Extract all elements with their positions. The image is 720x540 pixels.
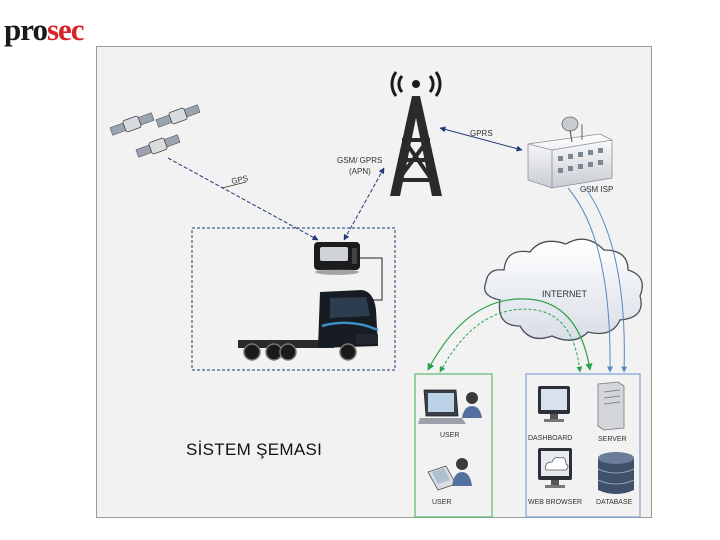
- web-browser-label: WEB BROWSER: [528, 499, 582, 506]
- prosec-logo: prosec: [4, 12, 85, 47]
- gsm-isp-label: GSM ISP: [580, 185, 613, 194]
- device-cable: [360, 257, 383, 301]
- gprs-label: GPRS: [470, 129, 493, 138]
- laptop-icon: [418, 389, 466, 424]
- internet-client-link-2: [439, 308, 583, 373]
- gprs-link: [439, 126, 523, 152]
- internet-client-link: [427, 298, 593, 371]
- satellite-icon: [109, 112, 155, 136]
- pda-icon: [427, 465, 457, 491]
- truck-icon: [238, 290, 379, 361]
- satellite-icon: [135, 134, 181, 158]
- database-label: DATABASE: [596, 499, 633, 506]
- monitor-icon: [538, 386, 570, 422]
- isp-server-link: [567, 187, 614, 373]
- gsm-gprs-label-line2: (APN): [349, 167, 371, 176]
- dashboard-label: DASHBOARD: [528, 435, 572, 442]
- tracker-device-icon: [314, 242, 360, 275]
- vehicle-box: [191, 227, 396, 371]
- antenna-tower-icon: [390, 71, 442, 196]
- satellite-icon: [155, 104, 201, 128]
- gps-label-tick: [221, 181, 247, 189]
- gps-label: GPS: [231, 174, 249, 186]
- database-icon: [597, 452, 635, 494]
- client-box: [414, 373, 493, 518]
- user-label: USER: [440, 432, 459, 439]
- gps-link: [167, 157, 319, 241]
- user-icon: [452, 458, 472, 486]
- server-box: [525, 373, 641, 518]
- user2-label: USER: [432, 499, 451, 506]
- building-icon: [527, 116, 613, 189]
- gsm-gprs-label-line1: GSM/ GPRS: [337, 156, 382, 165]
- user-icon: [462, 392, 482, 418]
- cloud-icon: [483, 238, 643, 341]
- server-label: SERVER: [598, 436, 627, 443]
- isp-server-link-2: [583, 185, 628, 373]
- logo-prefix: pro: [4, 12, 48, 47]
- server-icon: [597, 381, 625, 431]
- logo-suffix: sec: [46, 12, 85, 47]
- gsm-gprs-link: [343, 167, 385, 241]
- browser-icon: [538, 448, 572, 488]
- internet-label: INTERNET: [542, 289, 588, 299]
- diagram-title: SİSTEM ŞEMASI: [186, 440, 323, 459]
